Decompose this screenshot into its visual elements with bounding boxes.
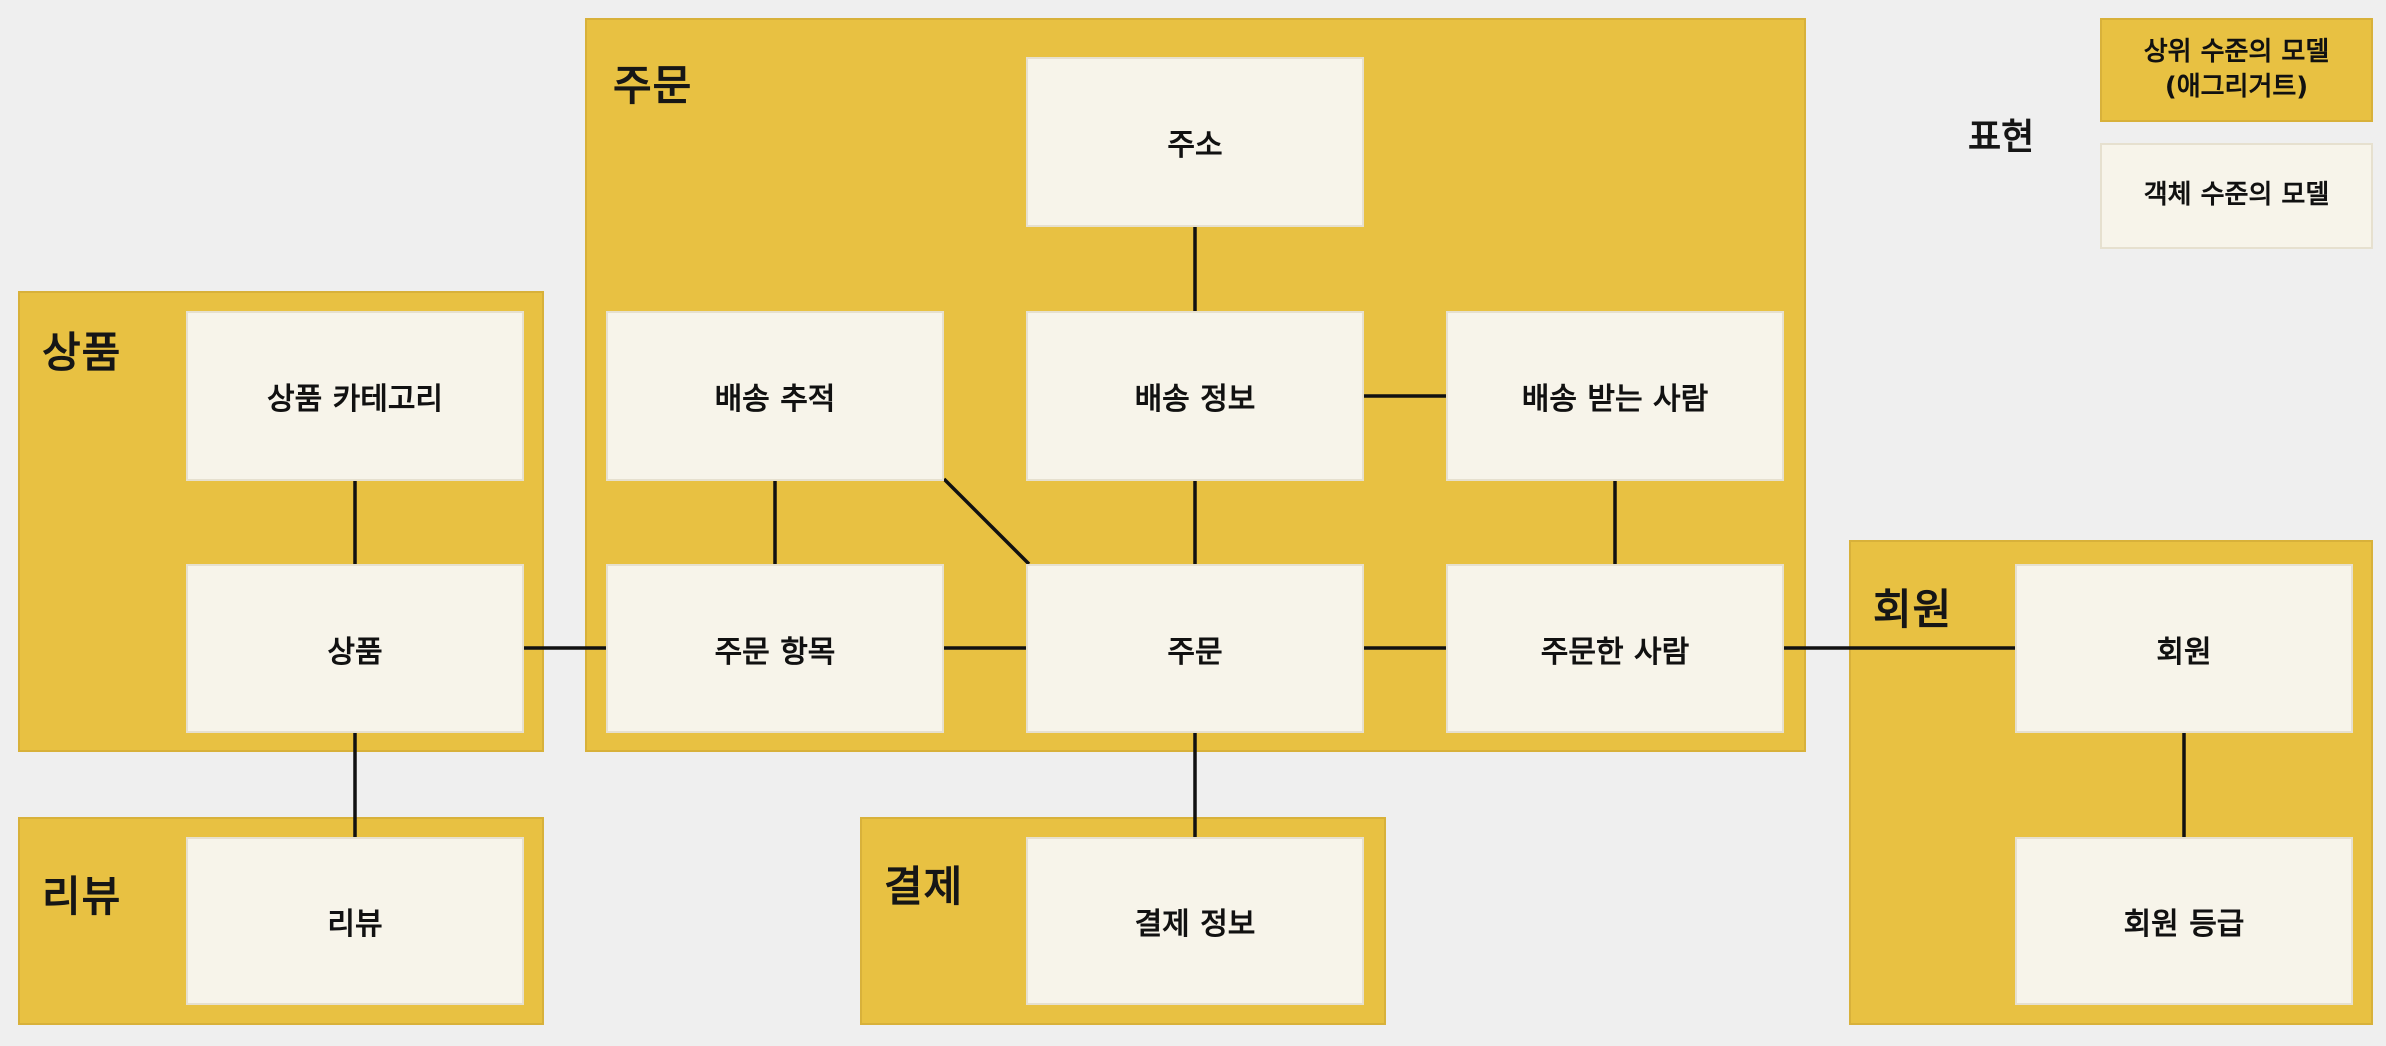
- object-label: 배송 정보: [1134, 382, 1256, 417]
- legend-title: 표현: [1968, 117, 2035, 158]
- object-label: 주문한 사람: [1540, 634, 1690, 670]
- object-address: 주소: [1026, 57, 1364, 227]
- legend-aggregate-line2: (애그리거트): [2164, 72, 2309, 102]
- object-label: 리뷰: [327, 907, 383, 942]
- aggregate-title: 리뷰: [42, 872, 122, 921]
- object-label: 배송 추적: [714, 382, 836, 417]
- legend-aggregate-line1: 상위 수준의 모델: [2143, 36, 2330, 67]
- object-review: 리뷰: [186, 837, 524, 1005]
- object-member: 회원: [2015, 564, 2353, 733]
- aggregate-title: 결제: [884, 862, 964, 911]
- object-label: 회원: [2156, 634, 2212, 670]
- object-label: 상품 카테고리: [266, 382, 444, 417]
- object-label: 결제 정보: [1134, 907, 1256, 942]
- object-product-category: 상품 카테고리: [186, 311, 524, 481]
- object-label: 배송 받는 사람: [1521, 382, 1709, 417]
- object-label: 주문 항목: [714, 634, 836, 670]
- object-label: 상품: [327, 634, 383, 670]
- aggregate-title: 상품: [42, 328, 122, 377]
- aggregate-title: 회원: [1873, 585, 1953, 634]
- legend-object: 객체 수준의 모델: [2100, 143, 2373, 249]
- object-label: 회원 등급: [2123, 907, 2245, 942]
- aggregate-title: 주문: [613, 61, 693, 110]
- object-delivery-info: 배송 정보: [1026, 311, 1364, 481]
- connector-tracking-order: [942, 477, 1031, 566]
- object-product: 상품: [186, 564, 524, 733]
- object-order: 주문: [1026, 564, 1364, 733]
- object-delivery-tracking: 배송 추적: [606, 311, 944, 481]
- object-recipient: 배송 받는 사람: [1446, 311, 1784, 481]
- object-label: 주소: [1167, 128, 1223, 163]
- object-orderer: 주문한 사람: [1446, 564, 1784, 733]
- object-member-grade: 회원 등급: [2015, 837, 2353, 1005]
- legend-aggregate: 상위 수준의 모델 (애그리거트): [2100, 18, 2373, 122]
- legend-object-label: 객체 수준의 모델: [2143, 180, 2330, 211]
- object-order-item: 주문 항목: [606, 564, 944, 733]
- object-payment-info: 결제 정보: [1026, 837, 1364, 1005]
- object-label: 주문: [1167, 634, 1223, 670]
